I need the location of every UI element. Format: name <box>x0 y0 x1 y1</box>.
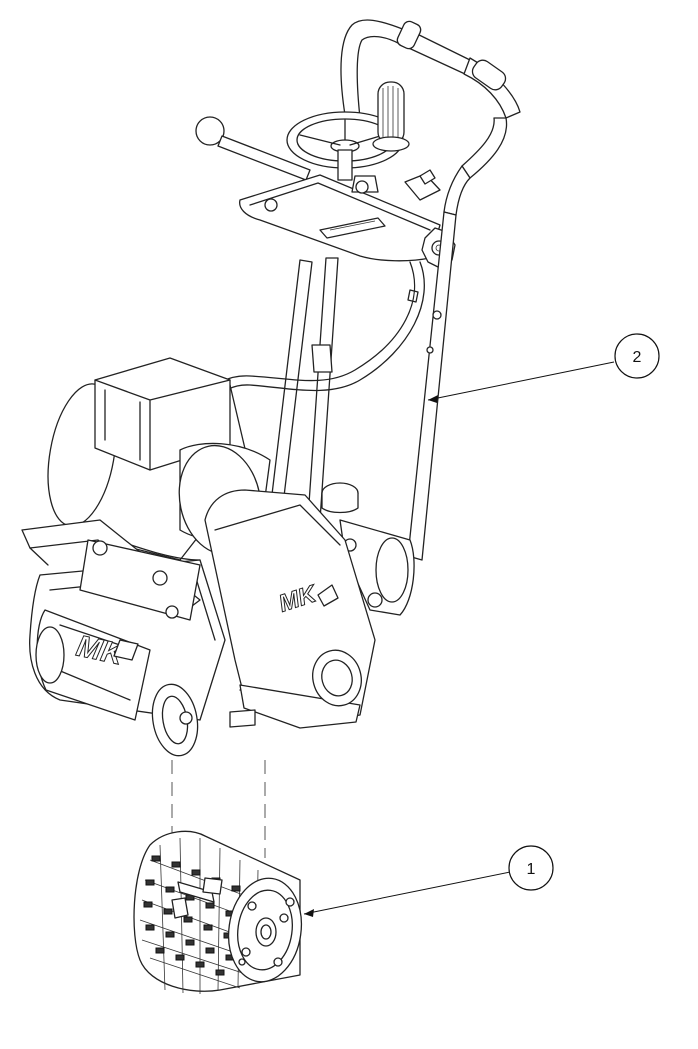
main-housing: MK <box>21 519 226 757</box>
callout-1: 1 <box>303 845 554 917</box>
wheel-knob <box>372 81 410 152</box>
depth-hand-wheel <box>286 111 404 181</box>
callout-2-label: 2 <box>633 349 642 366</box>
callout-1-label: 1 <box>527 861 536 878</box>
handle-bar <box>340 19 521 216</box>
rear-wheel-assembly <box>321 482 415 616</box>
callout-1-leader <box>303 871 511 915</box>
callout-2-bubble <box>614 333 660 379</box>
control-lever <box>195 116 311 181</box>
projection-lines <box>171 760 266 858</box>
control-plate <box>239 169 441 262</box>
callout-2-leader <box>427 361 615 401</box>
belt-cover: MK <box>204 489 376 729</box>
cutter-drum <box>133 830 303 994</box>
handle-tube <box>407 211 457 561</box>
callout-1-bubble <box>508 845 554 891</box>
callout-2: 2 <box>427 333 660 403</box>
power-cable <box>209 261 425 401</box>
